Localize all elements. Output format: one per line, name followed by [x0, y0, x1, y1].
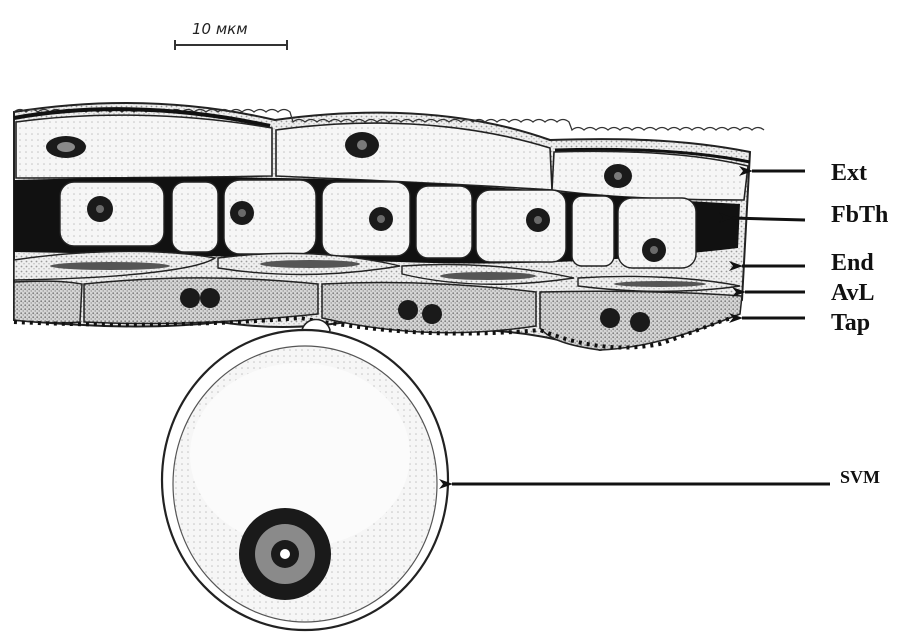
label-ext: Ext [831, 160, 867, 186]
arrow-fbth [732, 218, 805, 220]
fibrous-cell [476, 190, 566, 262]
nucleus [398, 300, 418, 320]
label-tap: Tap [831, 310, 870, 336]
label-fbth: FbTh [831, 202, 888, 228]
fibrous-cell [172, 182, 218, 252]
scale-bar-label: 10 мкм [192, 20, 248, 38]
fibrous-cell [572, 196, 614, 266]
label-end: End [831, 250, 874, 276]
scale-bar: 10 мкм [175, 20, 287, 50]
microspore [162, 320, 448, 631]
nucleus [200, 288, 220, 308]
anther-wall [14, 103, 764, 350]
label-avl: AvL [831, 280, 875, 306]
fibrous-cell [416, 186, 472, 258]
nucleus [600, 308, 620, 328]
nucleus [422, 304, 442, 324]
label-svm: SVM [840, 467, 880, 487]
labels: Ext FbTh End AvL Tap SVM [831, 160, 888, 487]
fibrous-cell [322, 182, 410, 256]
nucleus [180, 288, 200, 308]
tapetum-cell [14, 281, 82, 323]
nucleus [630, 312, 650, 332]
